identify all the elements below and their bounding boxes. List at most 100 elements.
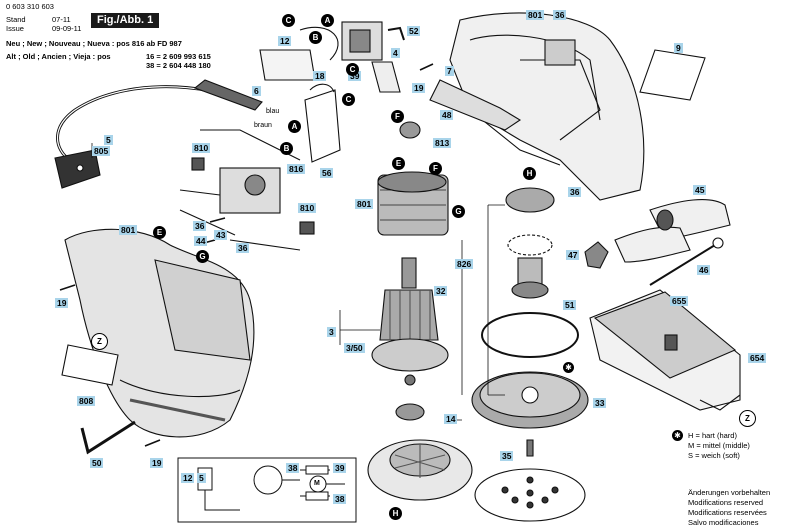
- footer-line-es: Salvo modificaciones: [688, 518, 759, 527]
- issue-label: Issue: [6, 24, 24, 33]
- part-tag[interactable]: 805: [92, 146, 111, 156]
- callout-a: A: [288, 120, 301, 133]
- switch-assembly-drawing: [259, 21, 405, 93]
- fan-drawing: [367, 439, 473, 501]
- old-parts-value-2: 38 = 2 604 448 180: [146, 61, 211, 70]
- figure-label: Fig./Abb. 1: [91, 13, 160, 28]
- callout-g: G: [452, 205, 465, 218]
- callout-f: F: [429, 162, 442, 175]
- part-tag[interactable]: 51: [563, 300, 577, 310]
- part-tag[interactable]: 5: [104, 135, 113, 145]
- part-tag[interactable]: 44: [194, 236, 208, 246]
- part-tag[interactable]: 813: [433, 138, 452, 148]
- part-tag[interactable]: 4: [391, 48, 400, 58]
- part-tag[interactable]: 38: [333, 494, 347, 504]
- part-tag[interactable]: 33: [593, 398, 607, 408]
- doc-number: 0 603 310 603: [6, 2, 54, 11]
- part-tag[interactable]: 45: [693, 185, 707, 195]
- part-tag[interactable]: 801: [355, 199, 374, 209]
- part-tag[interactable]: 654: [748, 353, 767, 363]
- circuit-motor-label: M: [314, 480, 320, 487]
- part-tag[interactable]: 19: [412, 83, 426, 93]
- part-tag[interactable]: 38: [286, 463, 300, 473]
- legend-middle: M = mittel (middle): [688, 441, 750, 450]
- part-tag[interactable]: 39: [348, 71, 362, 81]
- part-tag[interactable]: 7: [445, 66, 454, 76]
- part-tag[interactable]: 5: [197, 473, 206, 483]
- part-tag[interactable]: 32: [434, 286, 448, 296]
- circuit-diagram: [177, 457, 357, 523]
- part-tag[interactable]: 48: [440, 110, 454, 120]
- callout-z: Z: [739, 410, 756, 427]
- part-tag[interactable]: 801: [119, 225, 138, 235]
- wire-label-blue: blau: [266, 108, 280, 115]
- part-tag[interactable]: 816: [287, 164, 306, 174]
- callout-c: C: [342, 93, 355, 106]
- part-tag[interactable]: 35: [500, 451, 514, 461]
- part-tag[interactable]: 801: [526, 10, 545, 20]
- footer-line-de: Änderungen vorbehalten: [688, 488, 771, 497]
- part-tag[interactable]: 808: [77, 396, 96, 406]
- part-tag[interactable]: 19: [150, 458, 164, 468]
- new-parts-line: Neu ; New ; Nouveau ; Nueva : pos 816 ab…: [6, 39, 182, 48]
- part-tag[interactable]: 810: [298, 203, 317, 213]
- callout-b: B: [309, 31, 322, 44]
- part-tag[interactable]: 826: [455, 259, 474, 269]
- part-tag[interactable]: 43: [214, 230, 228, 240]
- part-tag[interactable]: 12: [181, 473, 195, 483]
- part-tag[interactable]: 6: [252, 86, 261, 96]
- side-strip-drawing: [429, 79, 522, 131]
- pad-screw-drawing: [526, 439, 534, 457]
- part-tag[interactable]: 14: [444, 414, 458, 424]
- part-tag[interactable]: 36: [553, 10, 567, 20]
- part-tag[interactable]: 36: [193, 221, 207, 231]
- part-tag[interactable]: 50: [90, 458, 104, 468]
- bearing-813-drawing: [399, 121, 421, 139]
- part-tag[interactable]: 18: [313, 71, 327, 81]
- part-tag[interactable]: 47: [566, 250, 580, 260]
- footer-line-en: Modifications reserved: [688, 498, 764, 507]
- callout-h: H: [523, 167, 536, 180]
- wire-label-brown: braun: [254, 122, 272, 129]
- part-tag[interactable]: 810: [192, 143, 211, 153]
- motor-plate-drawing: [304, 89, 341, 163]
- hex-key-drawing: [80, 420, 136, 455]
- part-tag[interactable]: 655: [670, 296, 689, 306]
- dust-box-drawing: [589, 289, 741, 411]
- part-tag[interactable]: 56: [320, 168, 334, 178]
- part-tag[interactable]: 3/50: [344, 343, 365, 353]
- part-tag[interactable]: 9: [674, 43, 683, 53]
- footer-line-fr: Modifications reservées: [688, 508, 767, 517]
- issue-value: 09-09-11: [52, 24, 82, 33]
- callout-b: B: [280, 142, 293, 155]
- seal-ring-drawing: [481, 312, 579, 358]
- callout-a: A: [321, 14, 334, 27]
- part-tag[interactable]: 46: [697, 265, 711, 275]
- power-cord-drawing: [54, 79, 263, 189]
- part-tag[interactable]: 36: [236, 243, 250, 253]
- callout-f: F: [391, 110, 404, 123]
- leader-lines: [91, 143, 505, 421]
- field-coil-drawing: [377, 171, 449, 236]
- callout-c: C: [346, 63, 359, 76]
- part-tag[interactable]: 36: [568, 187, 582, 197]
- old-parts-value-1: 16 = 2 609 993 615: [146, 52, 211, 61]
- part-tag[interactable]: 19: [55, 298, 69, 308]
- sanding-pad-drawing: [471, 371, 589, 429]
- old-parts-line: Alt ; Old ; Ancien ; Vieja : pos: [6, 52, 111, 61]
- part-tag[interactable]: 3: [327, 327, 336, 337]
- legend-hard: H = hart (hard): [688, 431, 737, 440]
- callout-e: E: [392, 157, 405, 170]
- part-tag[interactable]: 12: [278, 36, 292, 46]
- label-plate-drawing: [639, 49, 706, 101]
- bolt-drawing: [649, 244, 716, 286]
- bearing-stack-drawing: [505, 187, 555, 299]
- stand-value: 07-11: [52, 15, 71, 24]
- part-tag[interactable]: 39: [333, 463, 347, 473]
- callout-e: E: [153, 226, 166, 239]
- part-tag[interactable]: 52: [407, 26, 421, 36]
- star-marker: ✱: [563, 362, 574, 373]
- sanding-sheet-drawing: [474, 468, 586, 522]
- stand-label: Stand: [6, 15, 26, 24]
- armature-drawing: [371, 257, 449, 421]
